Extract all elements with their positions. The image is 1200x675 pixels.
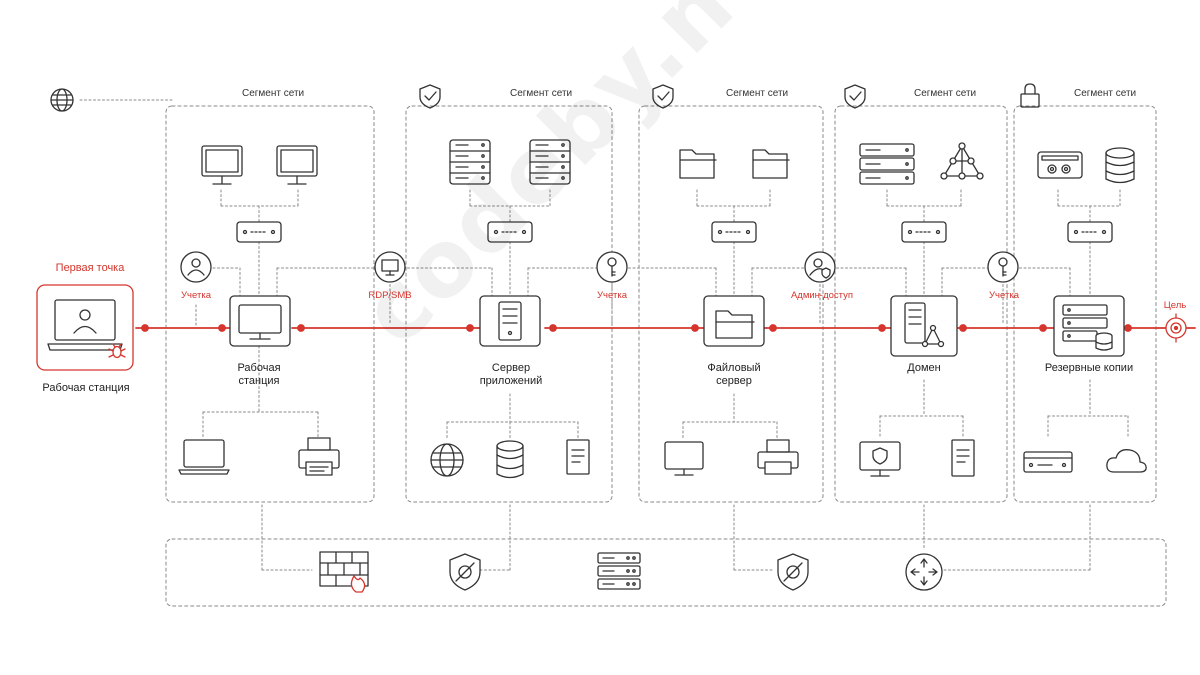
key-icon [596, 251, 628, 283]
server-rack-icon [597, 552, 641, 590]
segment-boxes [165, 105, 1167, 607]
document-icon [566, 439, 590, 475]
segment-label: Сегмент сети [726, 88, 789, 99]
target-icon [1165, 313, 1187, 343]
user-shield-icon [804, 251, 836, 283]
shield-crosshair-icon [449, 553, 481, 591]
edge-label: RDP/SMB [368, 290, 412, 301]
printer-icon [298, 437, 340, 476]
router-icon [905, 553, 943, 591]
laptop-icon [178, 439, 230, 475]
node-label-line: Резервные копии [1044, 362, 1134, 374]
server-icon [449, 139, 491, 185]
network-switch-icon [901, 221, 947, 243]
node-label-line: станция [238, 375, 280, 388]
edge-label: Учетка [989, 290, 1019, 301]
monitor-icon [238, 304, 282, 340]
node-label-line: приложений [479, 375, 543, 388]
entry-label: Рабочая станция [42, 382, 130, 394]
segment-label: Сегмент сети [242, 88, 305, 99]
monitor-icon [664, 441, 704, 476]
segment-box-3 [638, 105, 824, 503]
file-server-node[interactable] [703, 295, 765, 347]
document-icon [951, 439, 975, 477]
globe-icon [430, 443, 464, 477]
backup-server-icon [1062, 304, 1113, 351]
user-icon [180, 251, 212, 283]
padlock-icon [1020, 83, 1040, 108]
segment-label: Сегмент сети [914, 88, 977, 99]
segment-label: Сегмент сети [1074, 88, 1137, 99]
shield-check-icon [844, 84, 866, 109]
folder-icon [715, 310, 755, 339]
node-label-line: Домен [907, 362, 941, 374]
segment-box-5 [1013, 105, 1157, 503]
domain-controller-icon [904, 302, 945, 348]
folder-icon [679, 149, 717, 179]
segment-box-2 [405, 105, 613, 503]
entry-workstation-node[interactable] [36, 284, 134, 371]
server-icon [498, 301, 522, 341]
tape-drive-icon [1037, 151, 1083, 179]
security-bar-box [165, 538, 1167, 607]
edge-label: Учетка [597, 290, 627, 301]
shield-check-icon [652, 84, 674, 109]
network-switch-icon [1067, 221, 1113, 243]
globe-icon [50, 88, 74, 112]
printer-icon [757, 439, 799, 475]
monitor-icon [374, 251, 406, 283]
server-rack-icon [859, 143, 915, 185]
firewall-icon [319, 551, 369, 593]
backup-node[interactable] [1053, 295, 1125, 357]
attack-path [135, 324, 1196, 332]
shield-crosshair-icon [777, 553, 809, 591]
node-label-line: сервер [716, 375, 752, 388]
edge-label: Учетка [181, 290, 211, 301]
node-label: Домен [907, 362, 940, 375]
node-label: Резервные копии [1045, 362, 1133, 375]
app-server-node[interactable] [479, 295, 541, 347]
edge-label: Админ-доступ [790, 290, 854, 301]
node-label: Файловый сервер [707, 362, 760, 388]
node-label-line: Рабочая [237, 362, 281, 374]
connector-lines [79, 99, 1129, 571]
node-label-line: Сервер [491, 362, 531, 374]
shield-monitor-icon [859, 441, 901, 477]
workstation-node[interactable] [229, 295, 291, 347]
target-label: Цель [1163, 300, 1187, 311]
segment-box-1 [165, 105, 375, 503]
key-icon [987, 251, 1019, 283]
cloud-icon [1106, 449, 1147, 473]
network-switch-icon [236, 221, 282, 243]
monitor-icon [276, 145, 318, 185]
monitor-icon [201, 145, 243, 185]
network-switch-icon [711, 221, 757, 243]
folder-icon [752, 149, 790, 179]
server-icon [529, 139, 571, 185]
bug-icon [108, 343, 126, 359]
segment-box-4 [834, 105, 1008, 503]
node-label-line: Файловый [707, 362, 761, 374]
database-icon [1105, 147, 1135, 184]
node-label: Сервер приложений [480, 362, 543, 388]
storage-unit-icon [1023, 451, 1073, 473]
shield-check-icon [419, 84, 441, 109]
segment-label: Сегмент сети [510, 88, 573, 99]
node-label: Рабочая станция [237, 362, 280, 388]
domain-node[interactable] [890, 295, 958, 357]
database-icon [496, 440, 524, 479]
domain-tree-icon [940, 142, 984, 180]
entry-title: Первая точка [55, 262, 125, 274]
network-switch-icon [487, 221, 533, 243]
